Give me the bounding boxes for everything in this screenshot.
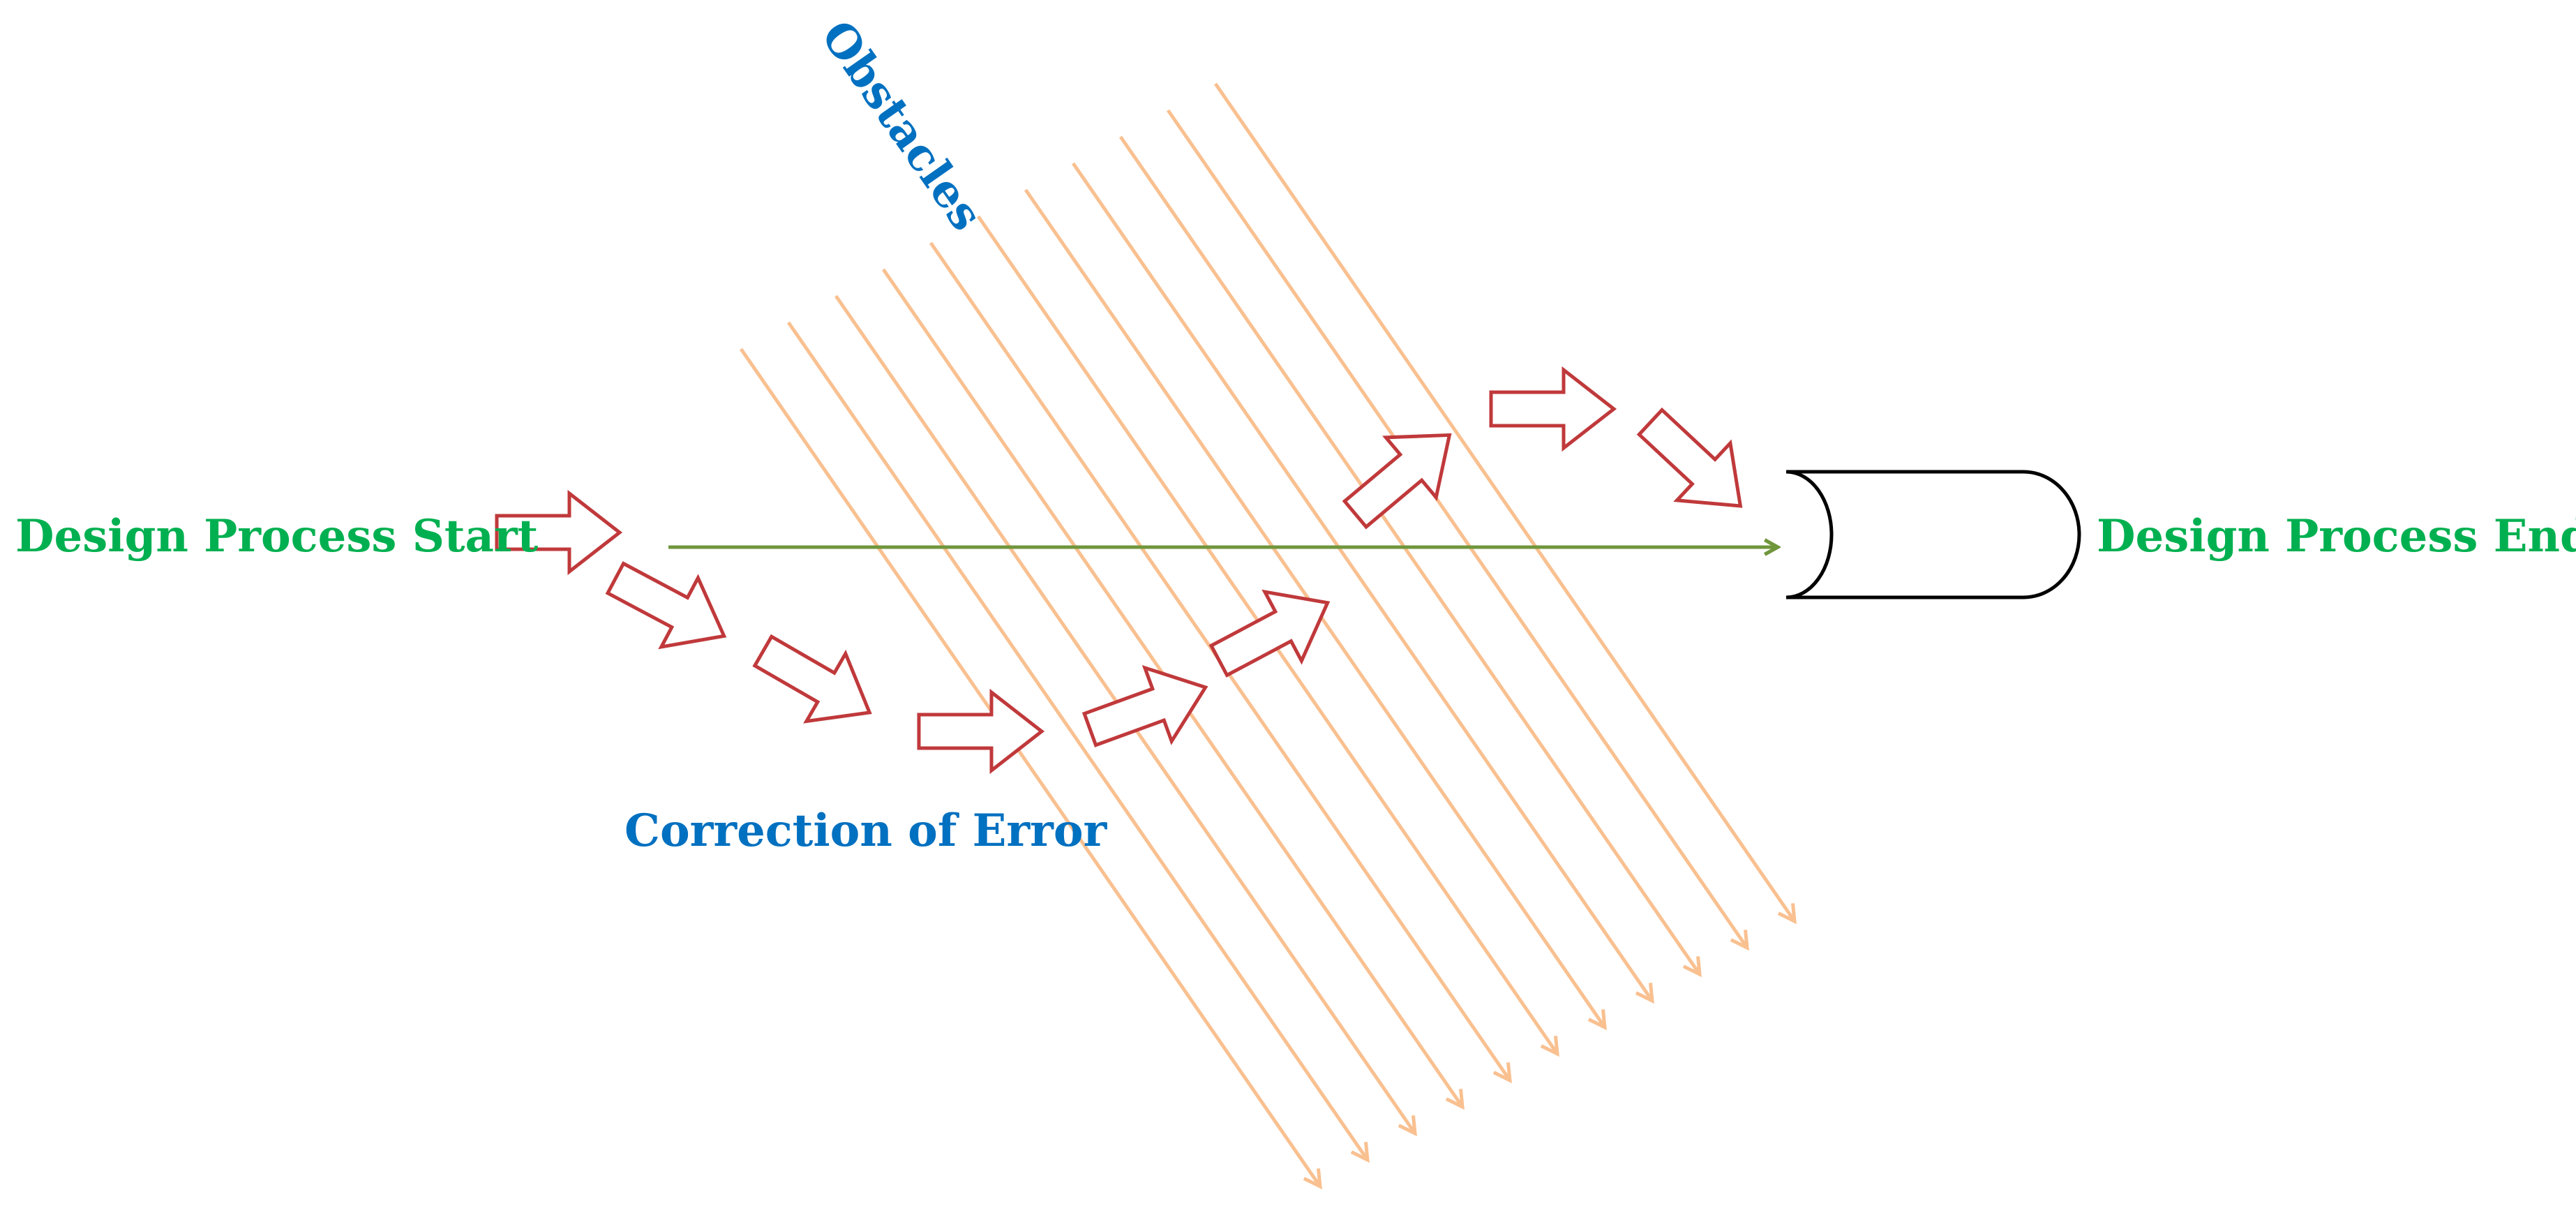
step-arrow-icon bbox=[1489, 366, 1617, 452]
obstacle-line bbox=[1166, 109, 1747, 948]
obstacle-line bbox=[1118, 135, 1700, 974]
goal-cylinder-icon bbox=[1785, 470, 2081, 599]
obstacle-line bbox=[1071, 162, 1652, 1001]
step-arrow-icon bbox=[1208, 589, 1331, 678]
correction-label: Correction of Error bbox=[624, 805, 1108, 857]
end-label: Design Process Ends bbox=[2097, 510, 2576, 562]
obstacle-line bbox=[739, 348, 1320, 1186]
step-arrow-icon bbox=[917, 688, 1045, 775]
step-arrow-icon bbox=[752, 634, 872, 724]
step-arrow-icon bbox=[605, 561, 727, 650]
step-arrow-icon bbox=[1081, 664, 1208, 747]
obstacles-label: Obstacles bbox=[811, 11, 993, 240]
correction-step-arrows bbox=[495, 366, 1743, 775]
start-label: Design Process Start bbox=[15, 510, 539, 562]
obstacle-line bbox=[786, 321, 1368, 1160]
step-arrow-icon bbox=[495, 489, 623, 576]
step-arrow-icon bbox=[1636, 407, 1743, 508]
step-arrow-icon bbox=[1342, 433, 1452, 530]
obstacle-line bbox=[1213, 82, 1795, 921]
